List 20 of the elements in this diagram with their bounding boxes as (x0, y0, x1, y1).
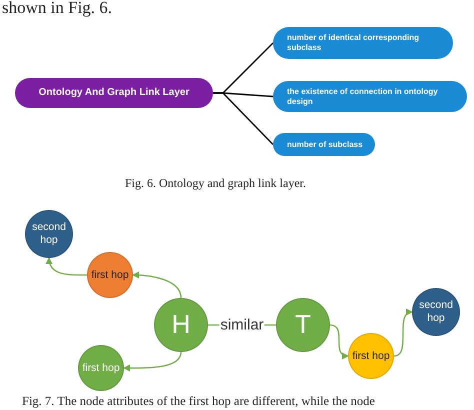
branch-box: the existence of connection in ontology design (273, 81, 467, 112)
arrow (330, 324, 349, 358)
branch-box: number of identical corresponding subclass (273, 27, 453, 59)
hop-circle: H (154, 298, 208, 352)
arrow (132, 272, 182, 298)
arrow (394, 310, 413, 357)
hop-circle: first hop (348, 333, 394, 379)
hop-circle: second hop (25, 210, 73, 258)
hop-circle: first hop (78, 345, 124, 391)
hop-circle: T (276, 298, 330, 352)
figure-caption: Fig. 7. The node attributes of the first hop are different, while the node (22, 394, 375, 409)
topic-pill: Ontology And Graph Link Layer (15, 78, 213, 108)
arrow (123, 352, 182, 372)
branch-box: number of subclass (273, 133, 375, 156)
hop-circle: second hop (412, 288, 460, 336)
hop-circle: first hop (87, 252, 133, 298)
body-text: shown in Fig. 6. (2, 0, 112, 18)
connector-line (213, 92, 274, 145)
figure-caption: Fig. 6. Ontology and graph link layer. (125, 176, 306, 191)
arrow (46, 257, 87, 276)
